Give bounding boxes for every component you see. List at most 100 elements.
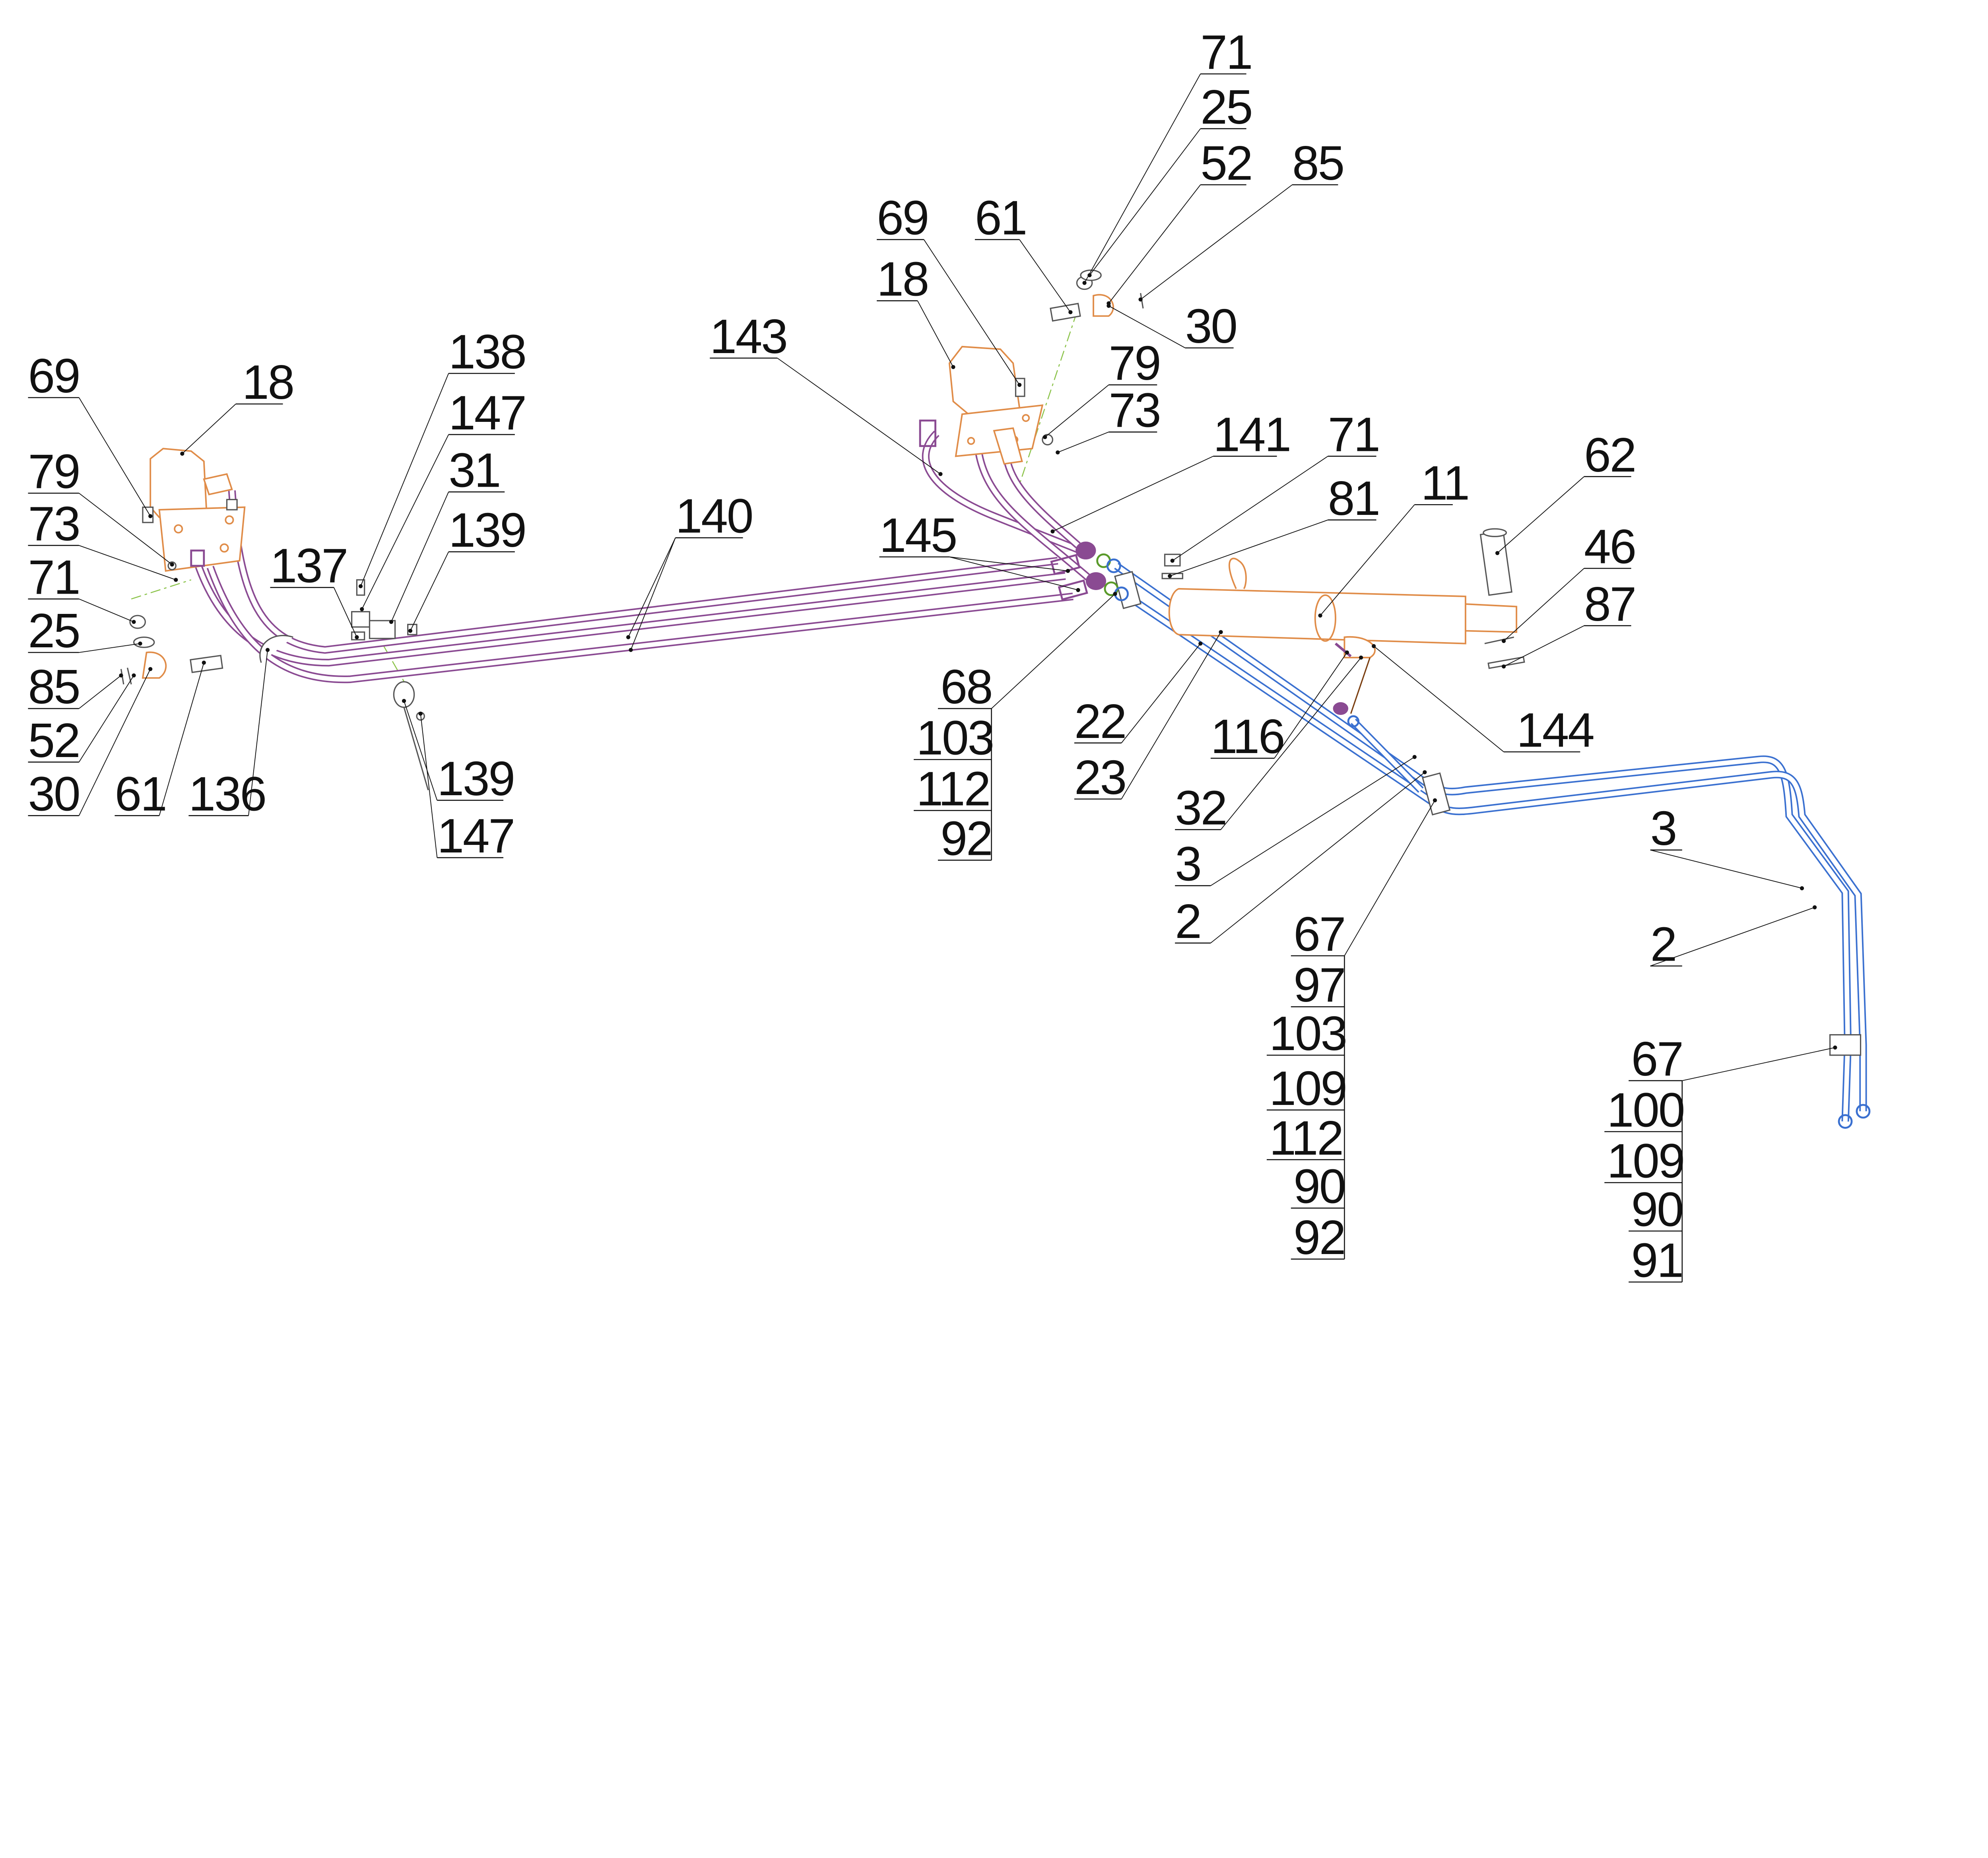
leader-line (410, 551, 449, 631)
leader-dot (1076, 588, 1080, 592)
callout-label: 3 (1175, 837, 1201, 891)
centerline (131, 312, 1077, 689)
leader-line (78, 675, 134, 763)
leader-line (1503, 568, 1584, 641)
parts-drawing (120, 269, 1871, 1129)
center-valve-18 (948, 269, 1144, 465)
leader-line (1044, 384, 1109, 438)
stack-callout-label: 92 (1293, 1210, 1345, 1264)
callout-label: 25 (28, 604, 80, 658)
leader-line (1497, 476, 1584, 553)
cylinder-11 (1161, 528, 1525, 714)
callout-label: 139 (437, 751, 514, 806)
leader-line (1121, 632, 1221, 800)
leader-dot (1812, 905, 1817, 910)
leader-dot (358, 584, 363, 588)
leader-line (1089, 128, 1201, 276)
callout-label: 18 (242, 355, 293, 409)
callout-label: 71 (28, 550, 80, 604)
callout-label: 143 (710, 309, 787, 363)
leader-dot (138, 641, 142, 646)
callout-label: 69 (28, 349, 80, 403)
leader-dot (148, 514, 153, 518)
callout-label: 71 (1200, 25, 1252, 79)
leader-dot (1800, 886, 1804, 891)
callout-label: 147 (448, 386, 526, 440)
left-valve-18 (142, 448, 246, 572)
leader-line (1084, 74, 1201, 283)
callout-label: 11 (1421, 456, 1469, 510)
callout-label: 71 (1328, 408, 1379, 462)
leader-line (1274, 652, 1347, 759)
callout-label: 85 (28, 660, 80, 714)
leader-line (949, 556, 1078, 590)
callout-label: 85 (1292, 136, 1343, 190)
stack-callout-label: 91 (1631, 1233, 1683, 1287)
leader-dot (170, 562, 174, 567)
leader-dot (1068, 310, 1073, 315)
leader-line (79, 493, 173, 565)
stack-callout-label: 92 (940, 812, 992, 866)
callout-label: 81 (1328, 471, 1379, 525)
leader-dot (1345, 650, 1349, 655)
callout-label: 73 (28, 497, 80, 551)
leader-dot (1501, 664, 1506, 669)
leader-dot (938, 472, 943, 476)
stack-callout-label: 112 (916, 762, 990, 816)
leader-line (182, 404, 236, 454)
leader-line (923, 239, 1020, 385)
callout-label: 147 (437, 809, 514, 863)
leader-dot (119, 673, 123, 678)
leader-line (1344, 800, 1435, 956)
leader-line (1140, 184, 1293, 300)
leader-line (78, 669, 151, 816)
tube-clamps (1114, 571, 1862, 1056)
leader-line (1019, 239, 1071, 313)
callout-label: 139 (448, 503, 526, 557)
callout-label: 32 (1175, 781, 1226, 835)
callout-label: 140 (676, 489, 753, 543)
leader-dot (1168, 574, 1172, 578)
leader-dot (1219, 630, 1223, 634)
leader-line (630, 538, 676, 650)
callout-label: 46 (1584, 520, 1635, 574)
leader-dot (402, 699, 406, 703)
leader-dot (1087, 273, 1092, 278)
stack-callout-label: 90 (1631, 1182, 1683, 1236)
leader-line (1108, 184, 1201, 304)
leader-line (1121, 643, 1201, 744)
leader-dot (174, 578, 178, 582)
leader-line (79, 598, 134, 622)
leader-dot (360, 607, 364, 612)
tube-inner (1115, 564, 1850, 1122)
leader-line (1320, 504, 1415, 616)
stack-callout-label: 109 (1269, 1061, 1346, 1115)
callout-label: 79 (28, 445, 80, 499)
leader-line (949, 556, 1068, 571)
leader-dot (1066, 569, 1070, 573)
stack-callout-label: 103 (1269, 1006, 1346, 1060)
leader-dot (408, 629, 413, 633)
leader-line (1052, 456, 1213, 532)
leader-line (1169, 519, 1328, 577)
stack-callout-label: 97 (1293, 958, 1345, 1012)
leader-dot (1198, 641, 1203, 646)
leader-line (1682, 1047, 1835, 1081)
leader-dot (202, 660, 206, 665)
leader-dot (626, 635, 631, 639)
leader-dot (629, 648, 633, 652)
leader-dot (1082, 281, 1087, 285)
stack-callout-label: 68 (940, 660, 992, 714)
stack-callout-label: 112 (1269, 1111, 1343, 1165)
leader-line (917, 300, 954, 367)
leader-line (628, 538, 676, 637)
callout-label: 61 (975, 191, 1026, 245)
callout-label: 18 (877, 252, 928, 306)
leader-line (248, 650, 268, 816)
callout-label: 25 (1200, 80, 1252, 134)
leader-dot (180, 451, 184, 456)
tube (1114, 563, 1852, 1122)
leader-line (360, 373, 449, 586)
